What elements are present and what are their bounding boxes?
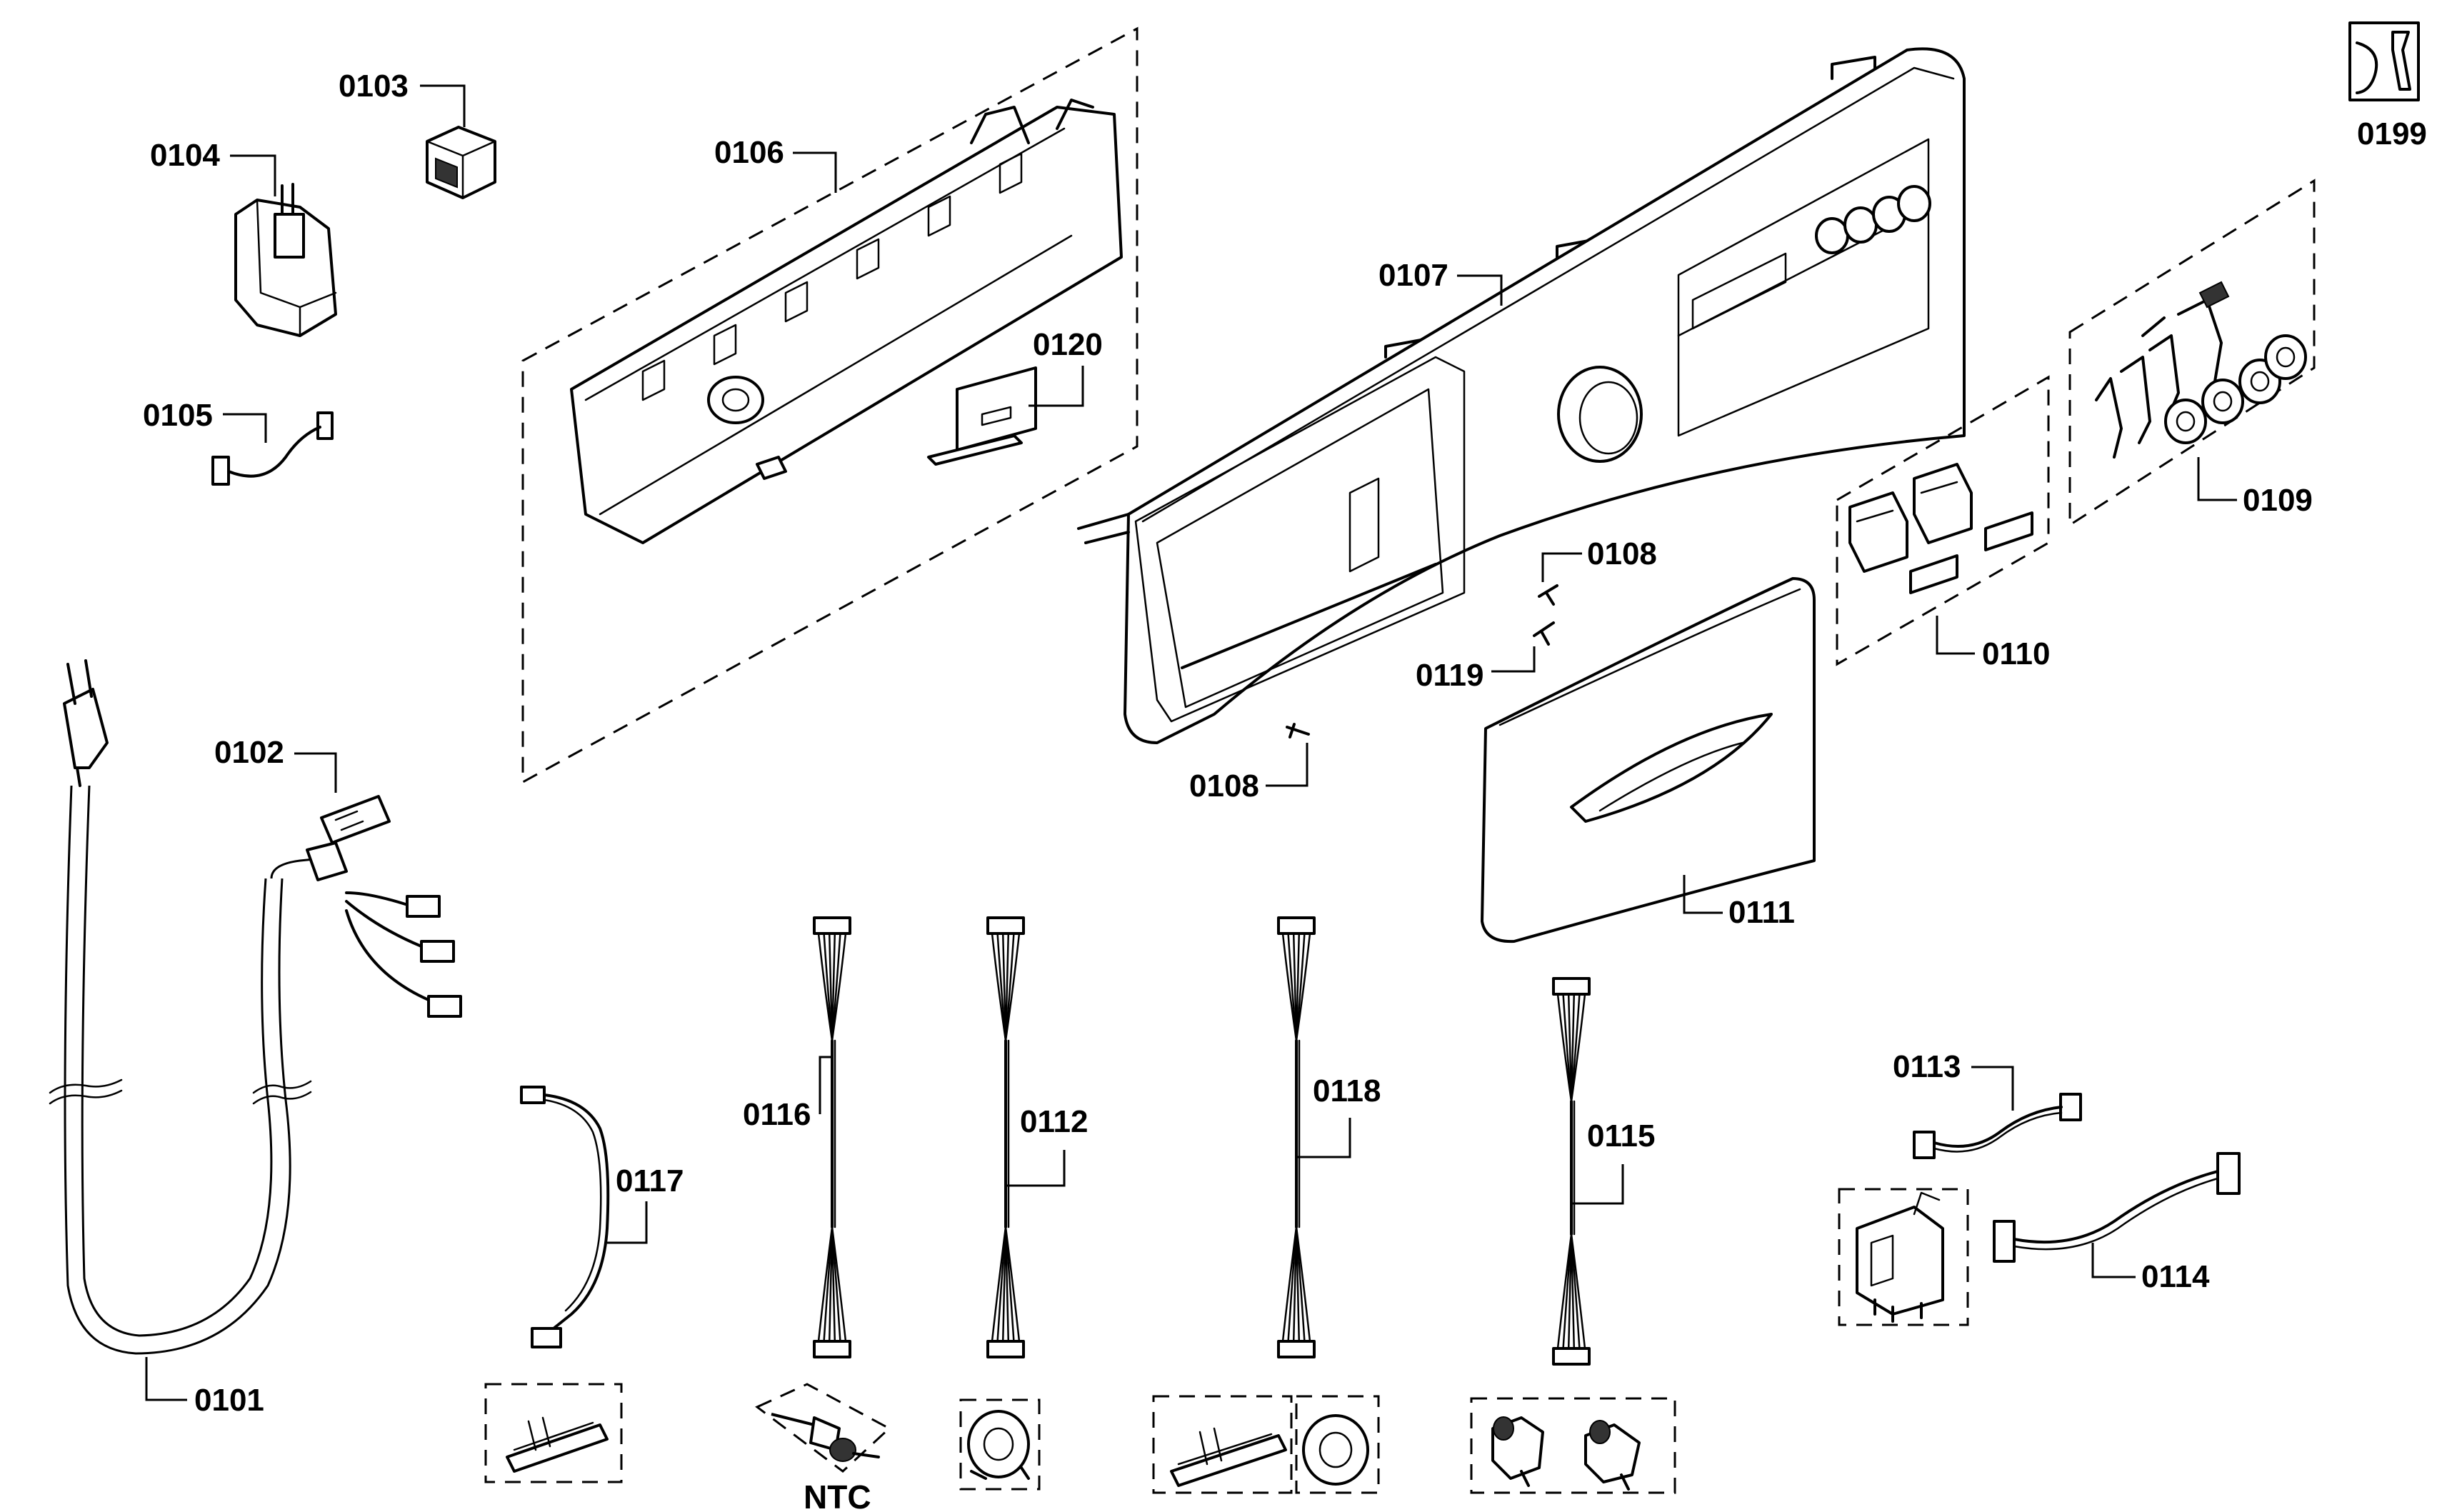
harness-0118: [1277, 916, 1316, 1358]
part-0119-screw: [1533, 621, 1555, 646]
tool-kit-icon: [2348, 21, 2420, 101]
group-0109-box: [2068, 179, 2316, 527]
part-0101-power-cord: [49, 659, 462, 1355]
group-0110-box: [1836, 375, 2050, 666]
label-0106: 0106: [714, 135, 784, 170]
wiring-harnesses: [813, 916, 1591, 1366]
label-0116: 0116: [743, 1097, 811, 1132]
part-0108-screw-lower: [1286, 723, 1310, 739]
box-0117-heater: [484, 1383, 623, 1483]
part-0113-cable: [1913, 1093, 2082, 1159]
door-lock-0114: [1856, 1191, 1944, 1323]
part-0120-cover: [927, 366, 1037, 466]
part-0104-interference-filter: [234, 183, 337, 337]
label-0199: 0199: [2357, 116, 2427, 151]
label-0103: 0103: [339, 69, 409, 104]
label-0118: 0118: [1313, 1073, 1381, 1108]
heater-element-0117: [506, 1416, 609, 1473]
part-0102-cord-clamp: [320, 795, 391, 844]
label-0113: 0113: [1893, 1049, 1961, 1084]
label-0107: 0107: [1378, 258, 1448, 293]
part-0117-wire: [520, 1086, 610, 1348]
part-0114-cable: [1993, 1152, 2241, 1263]
harness-0112: [986, 916, 1025, 1358]
ntc-sensor-0116: [771, 1413, 880, 1462]
label-0114: 0114: [2141, 1259, 2210, 1294]
label-0120: 0120: [1033, 327, 1103, 362]
harness-0116: [813, 916, 851, 1358]
box-0118-pressure-switch: [1295, 1395, 1380, 1494]
pressure-switch-0112: [967, 1410, 1030, 1480]
box-0114-door-lock: [1838, 1188, 1969, 1326]
harness-0115: [1552, 977, 1591, 1366]
part-0103-filter-cube: [426, 126, 496, 199]
group-0106-box: [521, 26, 1139, 784]
label-0105: 0105: [143, 398, 213, 433]
box-0116-ntc: [755, 1383, 891, 1473]
part-0109-knobs: [2095, 281, 2307, 459]
box-0115-valves: [1470, 1397, 1676, 1494]
valves-0115: [1491, 1416, 1641, 1491]
label-0108-upper: 0108: [1587, 536, 1657, 571]
part-0110-buttons: [1848, 463, 2033, 594]
label-0110: 0110: [1982, 636, 2050, 671]
label-0117: 0117: [616, 1163, 684, 1198]
part-0107-control-panel: [1077, 47, 1966, 744]
heater-element-0118: [1170, 1427, 1287, 1487]
label-0101: 0101: [194, 1383, 264, 1418]
box-0112-pressure-switch: [959, 1398, 1041, 1491]
label-0119: 0119: [1416, 658, 1483, 693]
label-0104: 0104: [150, 138, 220, 173]
label-0108-lower: 0108: [1189, 768, 1259, 803]
label-0109: 0109: [2243, 483, 2313, 518]
part-0111-drawer-front: [1481, 577, 1816, 943]
box-0118-heater: [1152, 1395, 1293, 1494]
label-0112: 0112: [1020, 1104, 1088, 1139]
part-0106-control-module: [570, 99, 1123, 544]
label-0115: 0115: [1587, 1118, 1655, 1153]
part-0105-cable: [211, 411, 334, 486]
label-0102: 0102: [214, 735, 284, 770]
ntc-label: NTC: [804, 1478, 871, 1512]
label-0111: 0111: [1728, 895, 1795, 930]
pressure-switch-0118: [1302, 1414, 1369, 1486]
part-0108-screw-upper: [1538, 584, 1558, 606]
